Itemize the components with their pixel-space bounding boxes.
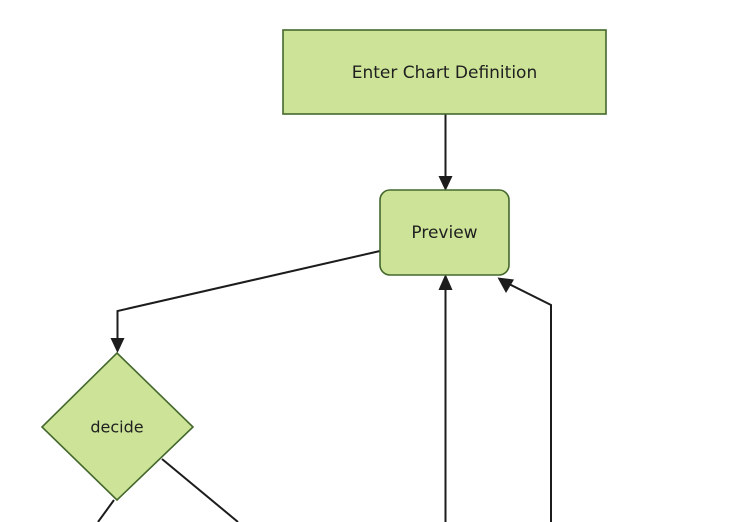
node-enter-chart-definition[interactable]: Enter Chart Definition <box>282 29 607 115</box>
arrowhead-down-icon <box>110 338 125 353</box>
edge-preview-to-decide <box>110 250 381 353</box>
edge-decide-bottom-left <box>97 499 115 522</box>
edge-bottom-right-to-preview <box>497 277 552 522</box>
edge-line <box>97 499 115 522</box>
arrowhead-down-icon <box>438 176 453 191</box>
node-preview-label: Preview <box>411 223 477 243</box>
arrowhead-up-icon <box>438 274 453 290</box>
node-decide-label: decide <box>90 418 143 437</box>
node-preview[interactable]: Preview <box>379 189 510 276</box>
node-decide[interactable]: decide <box>40 351 195 502</box>
edge-line <box>116 250 381 343</box>
node-decide-shape[interactable] <box>40 351 195 502</box>
edge-bottom-center-to-preview <box>438 274 453 522</box>
edge-enter-to-preview <box>438 114 453 191</box>
edge-decide-bottom-right <box>161 458 239 522</box>
node-enter-chart-definition-label: Enter Chart Definition <box>352 63 537 83</box>
edge-line <box>161 458 239 522</box>
node-enter-chart-definition-shape[interactable] <box>282 29 607 115</box>
node-preview-shape[interactable] <box>379 189 510 276</box>
edge-line <box>506 282 552 522</box>
arrowhead-up-left-icon <box>497 277 514 293</box>
